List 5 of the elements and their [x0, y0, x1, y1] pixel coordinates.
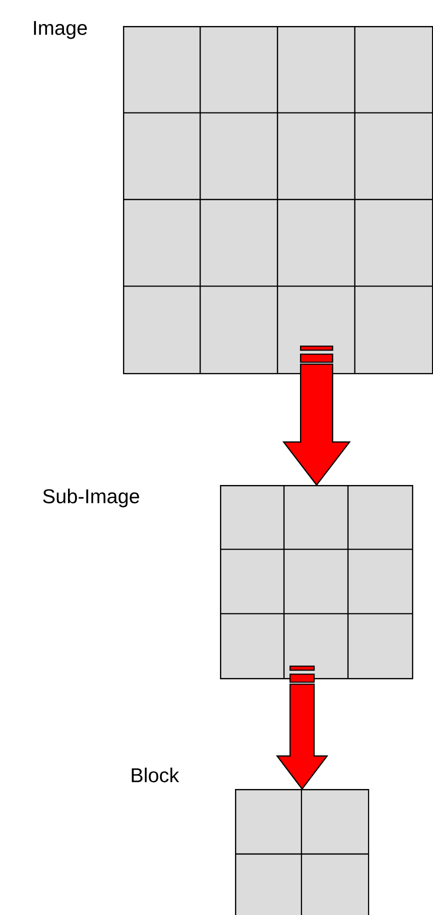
heading: Block — [132, 768, 180, 782]
arrow — [282, 346, 351, 486]
heading: Image — [34, 21, 87, 39]
heading: Sub-Image — [43, 488, 140, 508]
arrow — [276, 666, 328, 790]
